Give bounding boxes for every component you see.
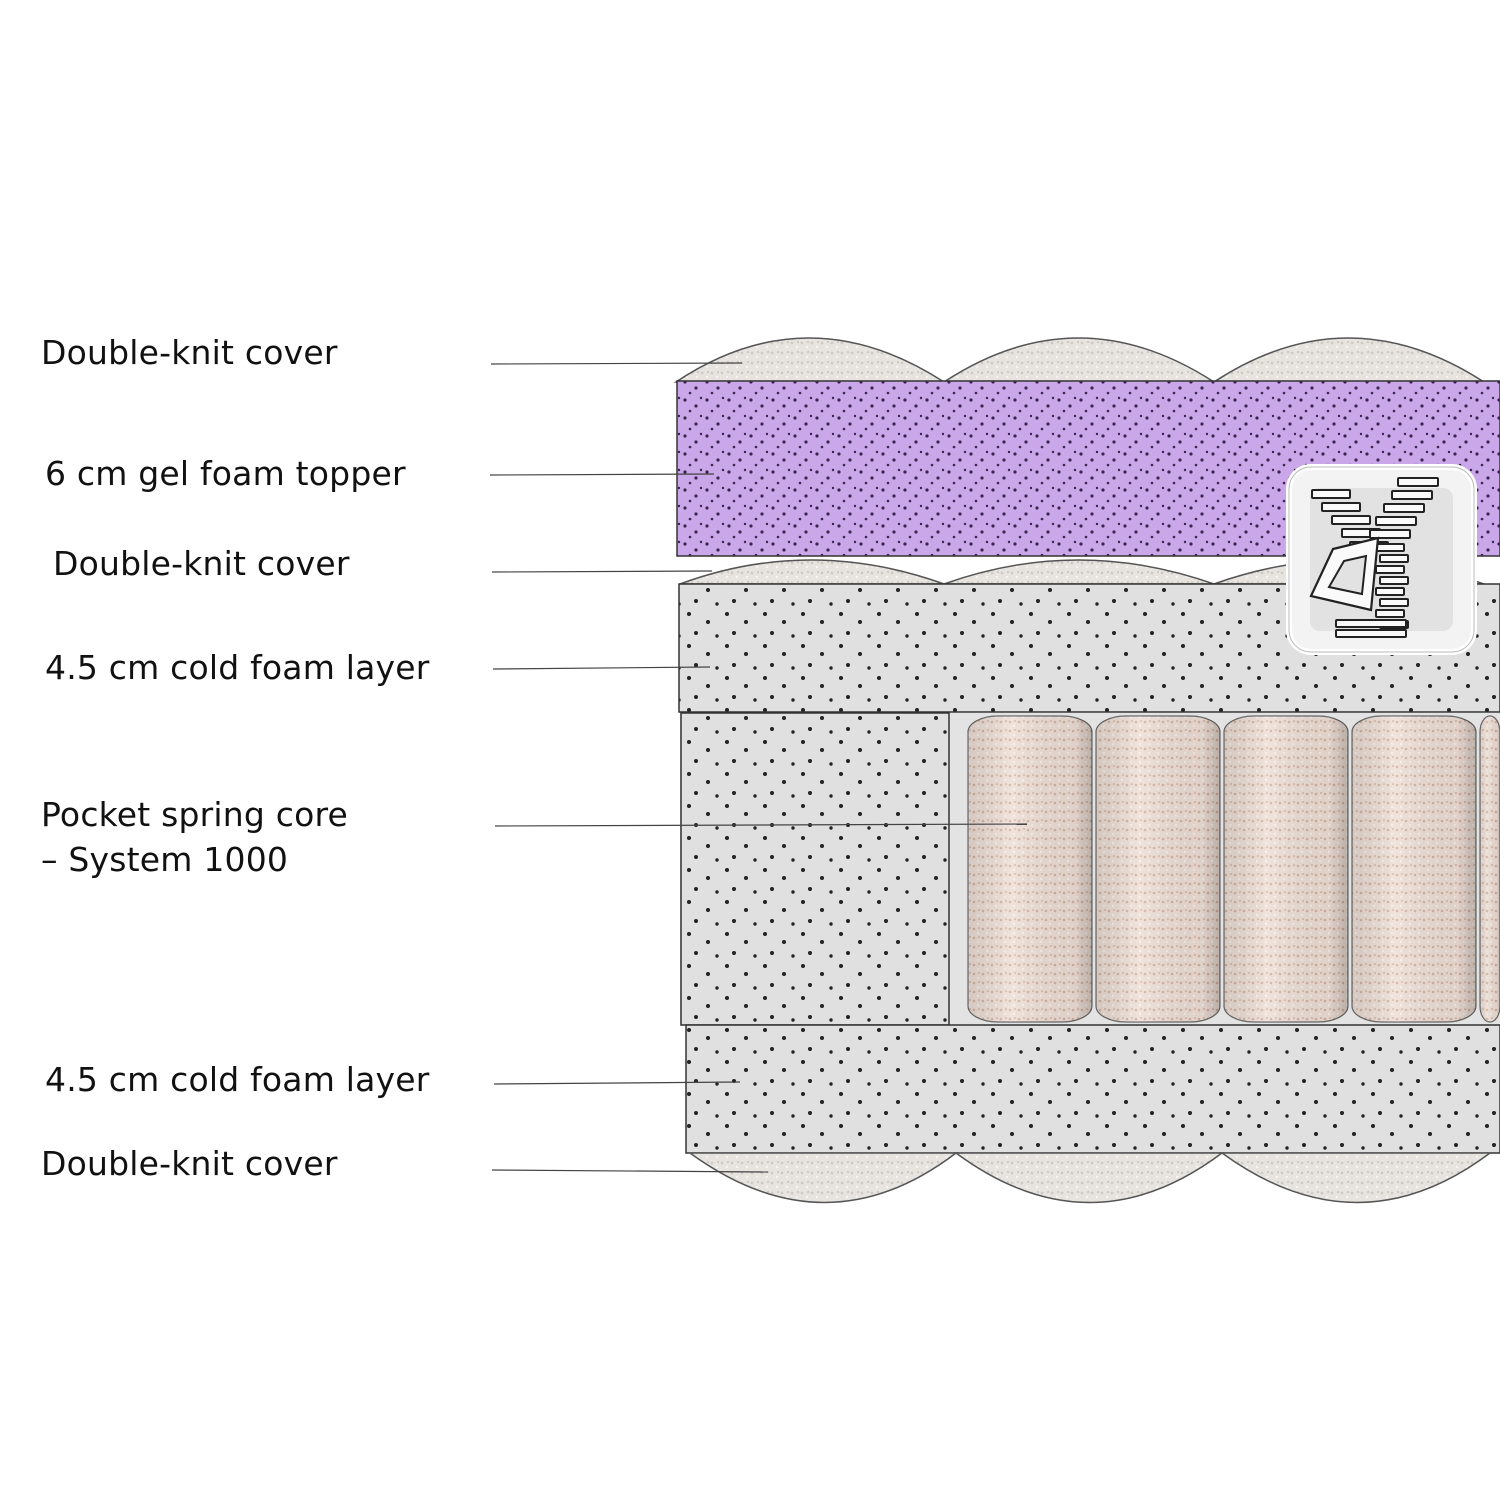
leader-cover-bottom xyxy=(491,1169,769,1173)
leader-gel-topper xyxy=(489,473,715,476)
pocket-spring xyxy=(1223,715,1349,1023)
leader-cold-foam-top xyxy=(492,666,711,670)
pocket-spring xyxy=(1351,715,1477,1023)
label-cold-foam-top: 4.5 cm cold foam layer xyxy=(45,648,430,687)
label-spring-core-line2: – System 1000 xyxy=(41,840,289,879)
pocket-spring xyxy=(1479,715,1500,1023)
label-gel-topper: 6 cm gel foam topper xyxy=(45,454,406,493)
leader-cold-foam-bottom xyxy=(493,1081,741,1085)
label-cold-foam-bottom: 4.5 cm cold foam layer xyxy=(45,1060,430,1099)
pocket-spring xyxy=(1095,715,1221,1023)
leader-cover-middle xyxy=(491,570,713,573)
knit-cover-bottom xyxy=(687,1152,1493,1204)
pocket-spring xyxy=(967,715,1093,1023)
label-cover-middle: Double-knit cover xyxy=(53,544,350,583)
knit-cover-top xyxy=(673,337,1487,383)
pocket-spring-core xyxy=(680,712,1500,1026)
leader-cover-top xyxy=(490,362,743,365)
leader-lines xyxy=(489,362,1028,1173)
label-cover-bottom: Double-knit cover xyxy=(41,1144,338,1183)
zipper-icon xyxy=(1286,464,1477,655)
label-spring-core-line1: Pocket spring core xyxy=(41,795,349,834)
label-cover-top: Double-knit cover xyxy=(41,333,338,372)
leader-spring-core xyxy=(494,823,1028,827)
